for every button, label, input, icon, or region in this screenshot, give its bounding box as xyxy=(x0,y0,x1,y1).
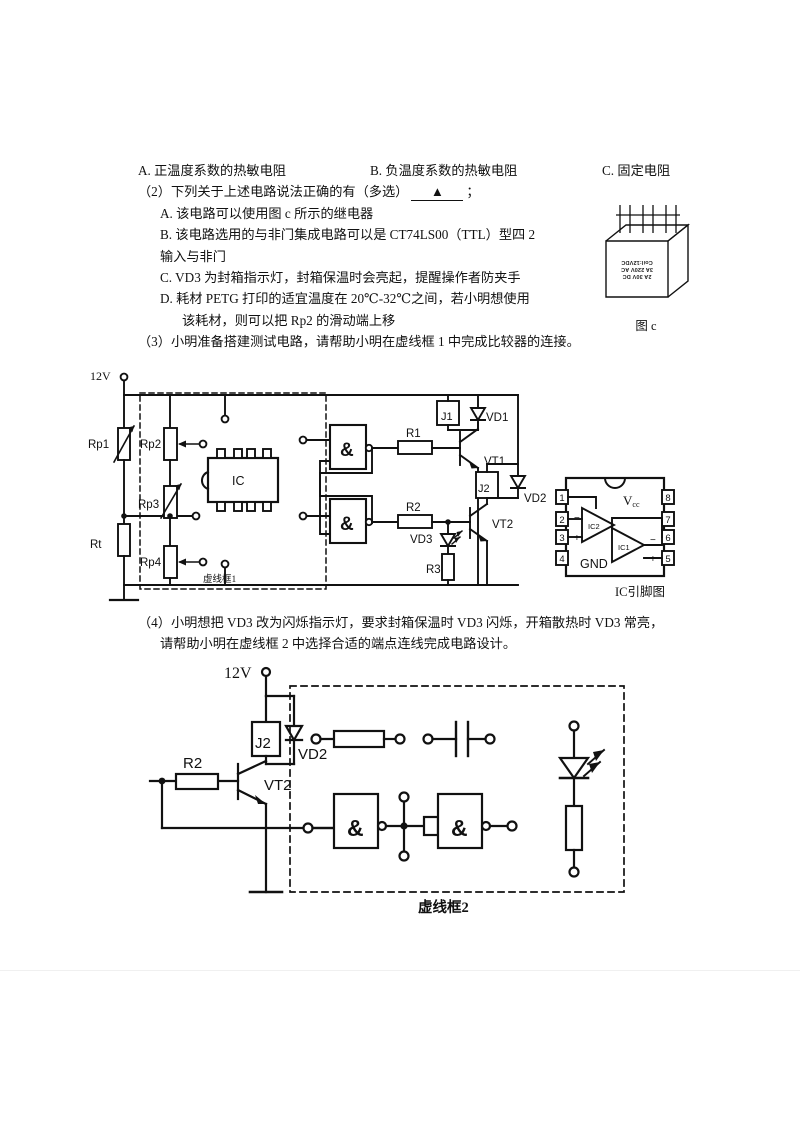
fig1-supply-label: 12V xyxy=(90,369,111,383)
relay-caption: 图 c xyxy=(635,319,657,333)
fig1-label-rp4: Rp4 xyxy=(140,557,162,569)
ic-pin-6: 6 xyxy=(665,533,670,544)
relay-box-svg xyxy=(605,205,690,298)
fig2-gate-b-symbol: & xyxy=(451,815,468,841)
fig1-label-rp1: Rp1 xyxy=(88,439,109,451)
figure-2-dashed-box-2: 12V J2 VD2 R2 VT2 & & 虚线框2 xyxy=(138,664,638,925)
fig2-gate-a-symbol: & xyxy=(347,815,364,841)
fig1-label-r1: R1 xyxy=(406,428,421,440)
q2-option-d: D. 耗材 PETG 打印的适宜温度在 20℃-32℃之间，若小明想使用 xyxy=(160,291,530,307)
ic-opamp2-label: IC2 xyxy=(588,522,600,531)
fig1-label-vt2: VT2 xyxy=(492,519,513,531)
q2-option-a: A. 该电路可以使用图 c 所示的继电器 xyxy=(160,205,374,221)
ic-pin-7: 7 xyxy=(665,515,670,526)
page-hairline xyxy=(0,970,800,971)
q4-line-2: 请帮助小明在虚线框 2 中选择合适的端点连线完成电路设计。 xyxy=(160,636,517,652)
ic-gnd-label: GND xyxy=(580,557,608,571)
q3-text: （3）小明准备搭建测试电路，请帮助小明在虚线框 1 中完成比较器的连接。 xyxy=(138,334,580,349)
ic2-plus-icon: + xyxy=(574,533,580,544)
fig1-label-r3: R3 xyxy=(426,564,441,576)
fig1-label-rp2: Rp2 xyxy=(140,439,161,451)
question-text-block: A. 正温度系数的热敏电阻 B. 负温度系数的热敏电阻 C. 固定电阻 （2）下… xyxy=(138,160,698,352)
fig2-dashed-box-caption: 虚线框2 xyxy=(418,898,469,916)
fig1-dashed-box-caption: 虚线框1 xyxy=(203,573,237,585)
ic-pin-4: 4 xyxy=(559,554,564,565)
fig2-supply-label: 12V xyxy=(224,665,252,682)
ic-pin-1: 1 xyxy=(559,493,564,504)
q4-text-block: （4）小明想把 VD3 改为闪烁指示灯，要求封箱保温时 VD3 闪烁，开箱散热时… xyxy=(138,612,718,655)
q4-line-1: （4）小明想把 VD3 改为闪烁指示灯，要求封箱保温时 VD3 闪烁，开箱散热时… xyxy=(138,615,664,630)
fig2-label-j2: J2 xyxy=(255,735,271,752)
relay-rating-labels: 2A 30V DC 3A 220V AC Coil:12VDC xyxy=(606,241,668,297)
q2-option-b: B. 该电路选用的与非门集成电路可以是 CT74LS00（TTL）型四 2 xyxy=(160,227,536,243)
relay-label-3a220vac: 3A 220V AC xyxy=(621,266,653,272)
q2-stem-post: ； xyxy=(466,184,480,200)
q2-option-c: C. VD3 为封箱指示灯，封箱保温时会亮起，提醒操作者防夹手 xyxy=(160,269,521,285)
q2-stem: （2）下列关于上述电路说法正确的有（多选）▲； xyxy=(138,181,698,202)
fig1-label-vd1: VD1 xyxy=(486,412,508,424)
fig1-label-j2: J2 xyxy=(478,483,490,495)
fig1-label-vd3: VD3 xyxy=(410,534,432,546)
ic-pin-5: 5 xyxy=(665,554,670,565)
ic1-plus-icon: + xyxy=(650,554,656,565)
q2-answer-blank: ▲ xyxy=(411,185,464,201)
fig2-label-r2: R2 xyxy=(183,755,202,772)
fig1-label-rp3: Rp3 xyxy=(138,499,159,511)
ic-pin-8: 8 xyxy=(665,493,670,504)
q2-stem-pre: （2）下列关于上述电路说法正确的有（多选） xyxy=(138,184,409,200)
fig1-label-vd2: VD2 xyxy=(524,493,546,505)
options-row-1: A. 正温度系数的热敏电阻 B. 负温度系数的热敏电阻 C. 固定电阻 xyxy=(138,160,698,181)
ic-pin-3: 3 xyxy=(559,533,564,544)
q2-option-d-cont: 该耗材，则可以把 Rp2 的滑动端上移 xyxy=(182,312,396,328)
fig1-label-j1: J1 xyxy=(441,411,453,423)
figure-1-svg: 12V Rp1 Rt Rp2 Rp3 Rp4 IC & & R1 R2 R3 J… xyxy=(88,369,675,602)
fig1-gate1-symbol: & xyxy=(340,440,354,461)
figure-2-svg: 12V J2 VD2 R2 VT2 & & 虚线框2 xyxy=(148,665,625,916)
fig2-label-vd2: VD2 xyxy=(298,746,327,763)
option-a: A. 正温度系数的热敏电阻 xyxy=(138,163,286,178)
fig2-label-vt2: VT2 xyxy=(264,777,292,794)
option-b: B. 负温度系数的热敏电阻 xyxy=(370,163,518,178)
relay-illustration: 2A 30V DC 3A 220V AC Coil:12VDC 图 c xyxy=(598,203,694,335)
fig1-label-rt: Rt xyxy=(90,539,102,551)
fig1-label-ic: IC xyxy=(232,474,245,488)
relay-label-coil: Coil:12VDC xyxy=(621,259,653,265)
option-c: C. 固定电阻 xyxy=(602,163,671,178)
ic1-minus-icon: − xyxy=(650,535,656,546)
ic-opamp1-label: IC1 xyxy=(618,543,630,552)
fig1-label-vt1: VT1 xyxy=(484,456,505,468)
q2-option-b-cont: 输入与非门 xyxy=(160,248,226,264)
ic-pin-2: 2 xyxy=(559,515,564,526)
fig1-gate2-symbol: & xyxy=(340,514,354,535)
fig1-label-r2: R2 xyxy=(406,502,421,514)
relay-label-2a30vdc: 2A 30V DC xyxy=(622,273,652,279)
ic-pinout-caption: IC引脚图 xyxy=(615,584,665,599)
ic2-minus-icon: − xyxy=(574,513,580,524)
figure-1-test-circuit: 12V Rp1 Rt Rp2 Rp3 Rp4 IC & & R1 R2 R3 J… xyxy=(88,368,688,613)
